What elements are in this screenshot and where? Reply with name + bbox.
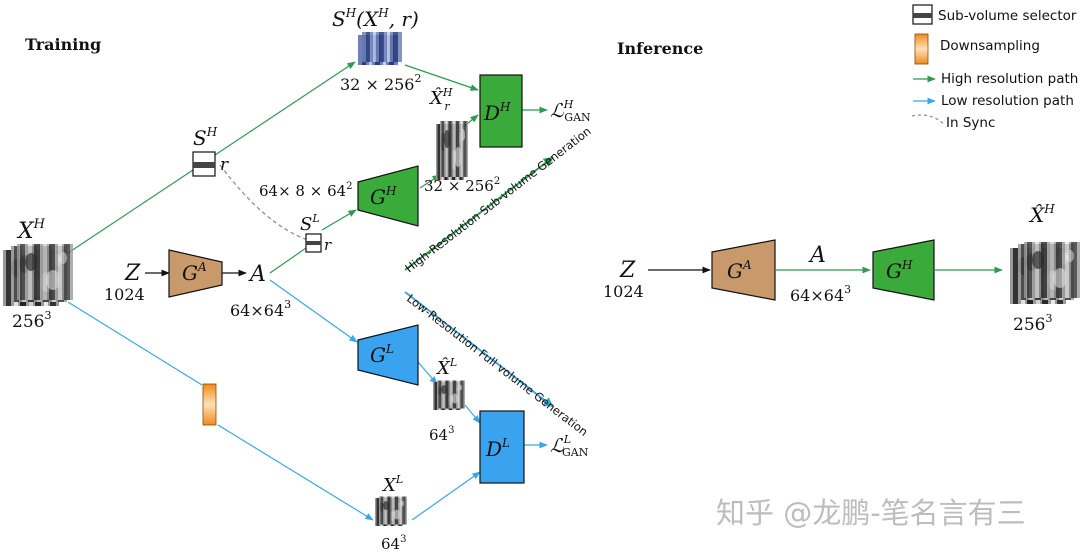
xh-label: XH [16, 217, 46, 244]
inf-out-size: 2563 [1013, 312, 1052, 335]
edge-xh-to-sh [67, 169, 194, 254]
inference-header: Inference [617, 39, 703, 58]
z-label: Z [124, 261, 141, 286]
inf-a-label: A [808, 243, 826, 268]
sh-subvolume [358, 32, 402, 65]
edge-gl-to-xlhat [417, 361, 438, 385]
downsampling-block [202, 383, 217, 426]
xl-hat-label: X̂L [435, 356, 457, 379]
inf-ga-generator [711, 239, 776, 301]
legend-high-path-label: High resolution path [941, 71, 1078, 87]
sync-curve [219, 164, 309, 241]
xl-label: XL [381, 473, 403, 496]
edge-a-to-gl [269, 279, 358, 343]
edge-shout-to-dh [404, 64, 479, 91]
inf-out-label: X̂H [1028, 202, 1055, 227]
xh-volume [3, 244, 73, 306]
ga-generator [168, 249, 223, 298]
sh-out-label: SH(XH, r) [332, 6, 419, 31]
dh-label: DH [483, 100, 511, 125]
edge-xh-to-downsample [67, 301, 203, 386]
sl-r-label: r [324, 236, 332, 254]
inf-a-size: 64×643 [790, 283, 851, 305]
inf-gh-generator [872, 239, 935, 301]
edge-a-to-sl [269, 247, 307, 274]
edge-xlhat-to-dl [464, 404, 481, 424]
a-size: 64×643 [230, 298, 291, 320]
xl-volume [375, 496, 407, 526]
xh-hat-volume [436, 121, 468, 180]
dh-discriminator [479, 74, 523, 148]
edge-sl-to-gh [321, 209, 357, 231]
sh-out-size: 32 × 2562 [340, 72, 421, 94]
xh-hat-size: 32 × 2562 [424, 176, 500, 195]
xh-size: 2563 [12, 309, 51, 332]
sl-selector [305, 233, 322, 253]
sh-label: SH [193, 125, 218, 150]
sh-r-label: r [220, 155, 229, 175]
xl-hat-volume [433, 380, 465, 410]
gh-generator [357, 165, 419, 227]
watermark: 知乎 @龙鹏-笔名言有三 [716, 496, 1026, 530]
gh-label: GH [370, 184, 397, 209]
inf-ga-label: GA [727, 258, 752, 283]
legend-selector-label: Sub-volume selector [938, 8, 1077, 24]
legend: Sub-volume selector Downsampling High re… [911, 4, 1078, 131]
legend-selector-icon [912, 4, 933, 25]
legend-downsampling-label: Downsampling [940, 38, 1040, 54]
legend-low-path-label: Low resolution path [941, 93, 1074, 109]
xl-hat-size: 643 [429, 425, 454, 444]
xl-size: 643 [381, 534, 406, 553]
edge-downsample-to-xl [217, 424, 374, 521]
sl-label: SL [300, 212, 320, 235]
training-header: Training [25, 35, 101, 54]
legend-sync-label: In Sync [946, 115, 995, 131]
dl-label: DL [485, 436, 510, 461]
legend-downsampling-icon [914, 33, 929, 65]
dl-discriminator [479, 410, 525, 484]
inf-z-label: Z [619, 258, 636, 283]
gl-generator [357, 324, 419, 386]
gh-input-size: 64× 8 × 642 [259, 181, 353, 200]
sh-selector [192, 151, 216, 177]
high-res-generation-arrow [404, 156, 554, 271]
inf-output-volume [1010, 242, 1080, 304]
legend-sync-icon [911, 114, 945, 125]
edge-sh-to-shout [214, 61, 356, 156]
z-dim: 1024 [104, 285, 145, 304]
inf-gh-label: GH [886, 258, 913, 283]
gl-label: GL [370, 342, 394, 367]
a-label: A [248, 262, 266, 287]
inf-z-dim: 1024 [603, 282, 644, 301]
ga-label: GA [182, 260, 207, 285]
edge-xl-to-dl [411, 471, 481, 521]
low-res-generation-arrow [404, 291, 554, 408]
